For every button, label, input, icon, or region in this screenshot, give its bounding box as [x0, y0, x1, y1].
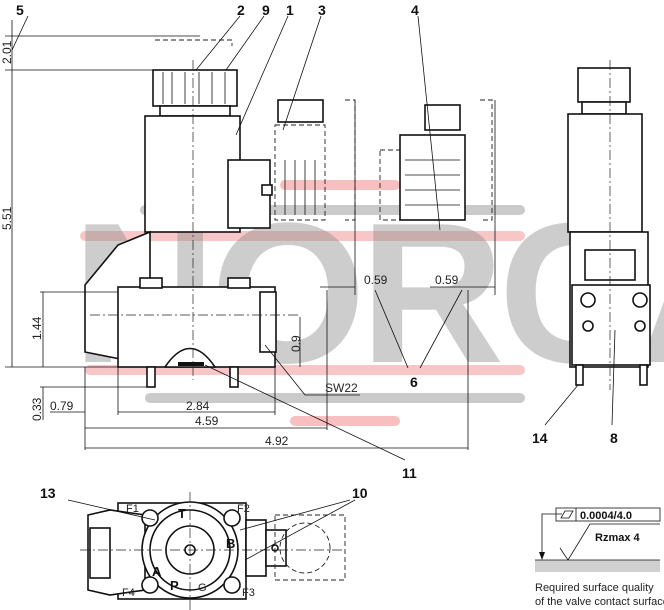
solenoid-coil — [144, 115, 241, 233]
dim-0-79: 0.79 — [50, 399, 74, 413]
port-t: T — [178, 506, 186, 521]
callout-3: 3 — [318, 2, 326, 18]
callout-13: 13 — [40, 485, 56, 501]
surface-quality-spec: 0.0004/4.0 Rzmax 4 Required surface qual… — [535, 507, 664, 608]
callout-6: 6 — [410, 374, 418, 390]
callout-11: 11 — [402, 465, 417, 481]
surface-caption-line2: of the valve contact surface — [535, 596, 664, 608]
port-f3: F3 — [242, 587, 255, 599]
port-f1: F1 — [126, 503, 139, 515]
dim-1-44: 1.44 — [30, 316, 44, 340]
callout-9: 9 — [262, 2, 270, 18]
dim-2-01: 2.01 — [0, 40, 14, 64]
dim-0-33: 0.33 — [30, 397, 44, 421]
end-view — [567, 60, 651, 390]
dim-4-92: 4.92 — [265, 434, 289, 448]
bottom-view — [80, 492, 346, 610]
dim-0-59-b: 0.59 — [435, 273, 459, 287]
dim-5-51: 5.51 — [0, 206, 14, 230]
roughness-spec: Rzmax 4 — [595, 532, 641, 544]
port-a: A — [152, 564, 162, 579]
surface-caption-line1: Required surface quality — [535, 582, 654, 594]
callout-2: 2 — [237, 2, 245, 18]
flatness-tolerance: 0.0004/4.0 — [580, 510, 632, 522]
callout-1: 1 — [286, 2, 294, 18]
port-f2: F2 — [237, 503, 250, 515]
plug-connector — [227, 159, 271, 229]
dim-sw22: SW22 — [325, 381, 358, 395]
callout-4: 4 — [411, 2, 419, 18]
dim-4-59: 4.59 — [195, 414, 219, 428]
port-p: P — [170, 578, 179, 593]
callout-10: 10 — [352, 485, 368, 501]
port-g: G — [198, 582, 207, 594]
port-f4: F4 — [122, 587, 135, 599]
dim-2-84: 2.84 — [186, 399, 210, 413]
knurled-knob — [152, 69, 238, 107]
dimension-lines — [5, 15, 616, 561]
callout-8: 8 — [610, 430, 618, 446]
callout-14: 14 — [532, 430, 548, 446]
port-b: B — [226, 536, 235, 551]
side-view — [84, 39, 493, 388]
dim-0-59-a: 0.59 — [364, 273, 388, 287]
callout-5: 5 — [16, 2, 24, 18]
dim-0-9: 0.9 — [289, 335, 303, 352]
